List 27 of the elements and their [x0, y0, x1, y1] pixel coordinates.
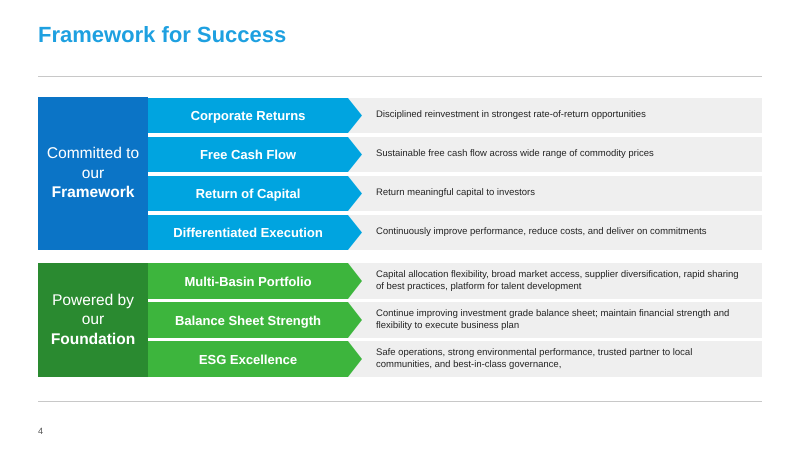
description-bar	[348, 302, 762, 338]
description-text: Safe operations, strong environmental performance, trusted partner to local communities, and best-in-class governance,	[376, 346, 694, 372]
category-label: Committed to our Framework	[46, 144, 140, 203]
description-bar	[348, 137, 762, 172]
description-text: Sustainable free cash flow across wide range of commodity prices	[376, 148, 654, 161]
description-bar	[348, 98, 762, 133]
pillar-label: ESG Excellence	[198, 352, 298, 366]
pillar-label: Differentiated Execution	[173, 225, 324, 240]
category-panel	[38, 97, 148, 250]
description-bar	[348, 176, 762, 211]
pillar-label: Return of Capital	[196, 186, 302, 201]
description-text: Continuously improve performance, reduce costs, and deliver on commitments	[376, 226, 707, 239]
description-text: Return meaningful capital to investors	[376, 187, 535, 200]
page-number: 4	[38, 426, 44, 436]
description-text: Disciplined reinvestment in strongest rate-of-return opportunities	[376, 109, 646, 122]
category-label: Powered by our Foundation	[50, 290, 136, 350]
description-bar	[348, 263, 762, 299]
description-text: Continue improving investment grade balance sheet; maintain financial strength and flexibility to execute business plan	[376, 308, 730, 332]
pillar-label: Balance Sheet Strength	[175, 312, 322, 328]
pillar-label: Free Cash Flow	[200, 147, 298, 162]
pillar-label: Corporate Returns	[190, 108, 306, 123]
description-bar	[348, 341, 762, 377]
pillar-label: Multi-Basin Portfolio	[184, 274, 313, 288]
description-bar	[348, 215, 762, 250]
description-text: Capital allocation flexibility, broad market access, supplier diversification, rapid sharing of best practices, platform for talent development	[376, 268, 740, 294]
category-panel	[38, 263, 148, 377]
slide-title: Framework for Success	[38, 22, 286, 48]
